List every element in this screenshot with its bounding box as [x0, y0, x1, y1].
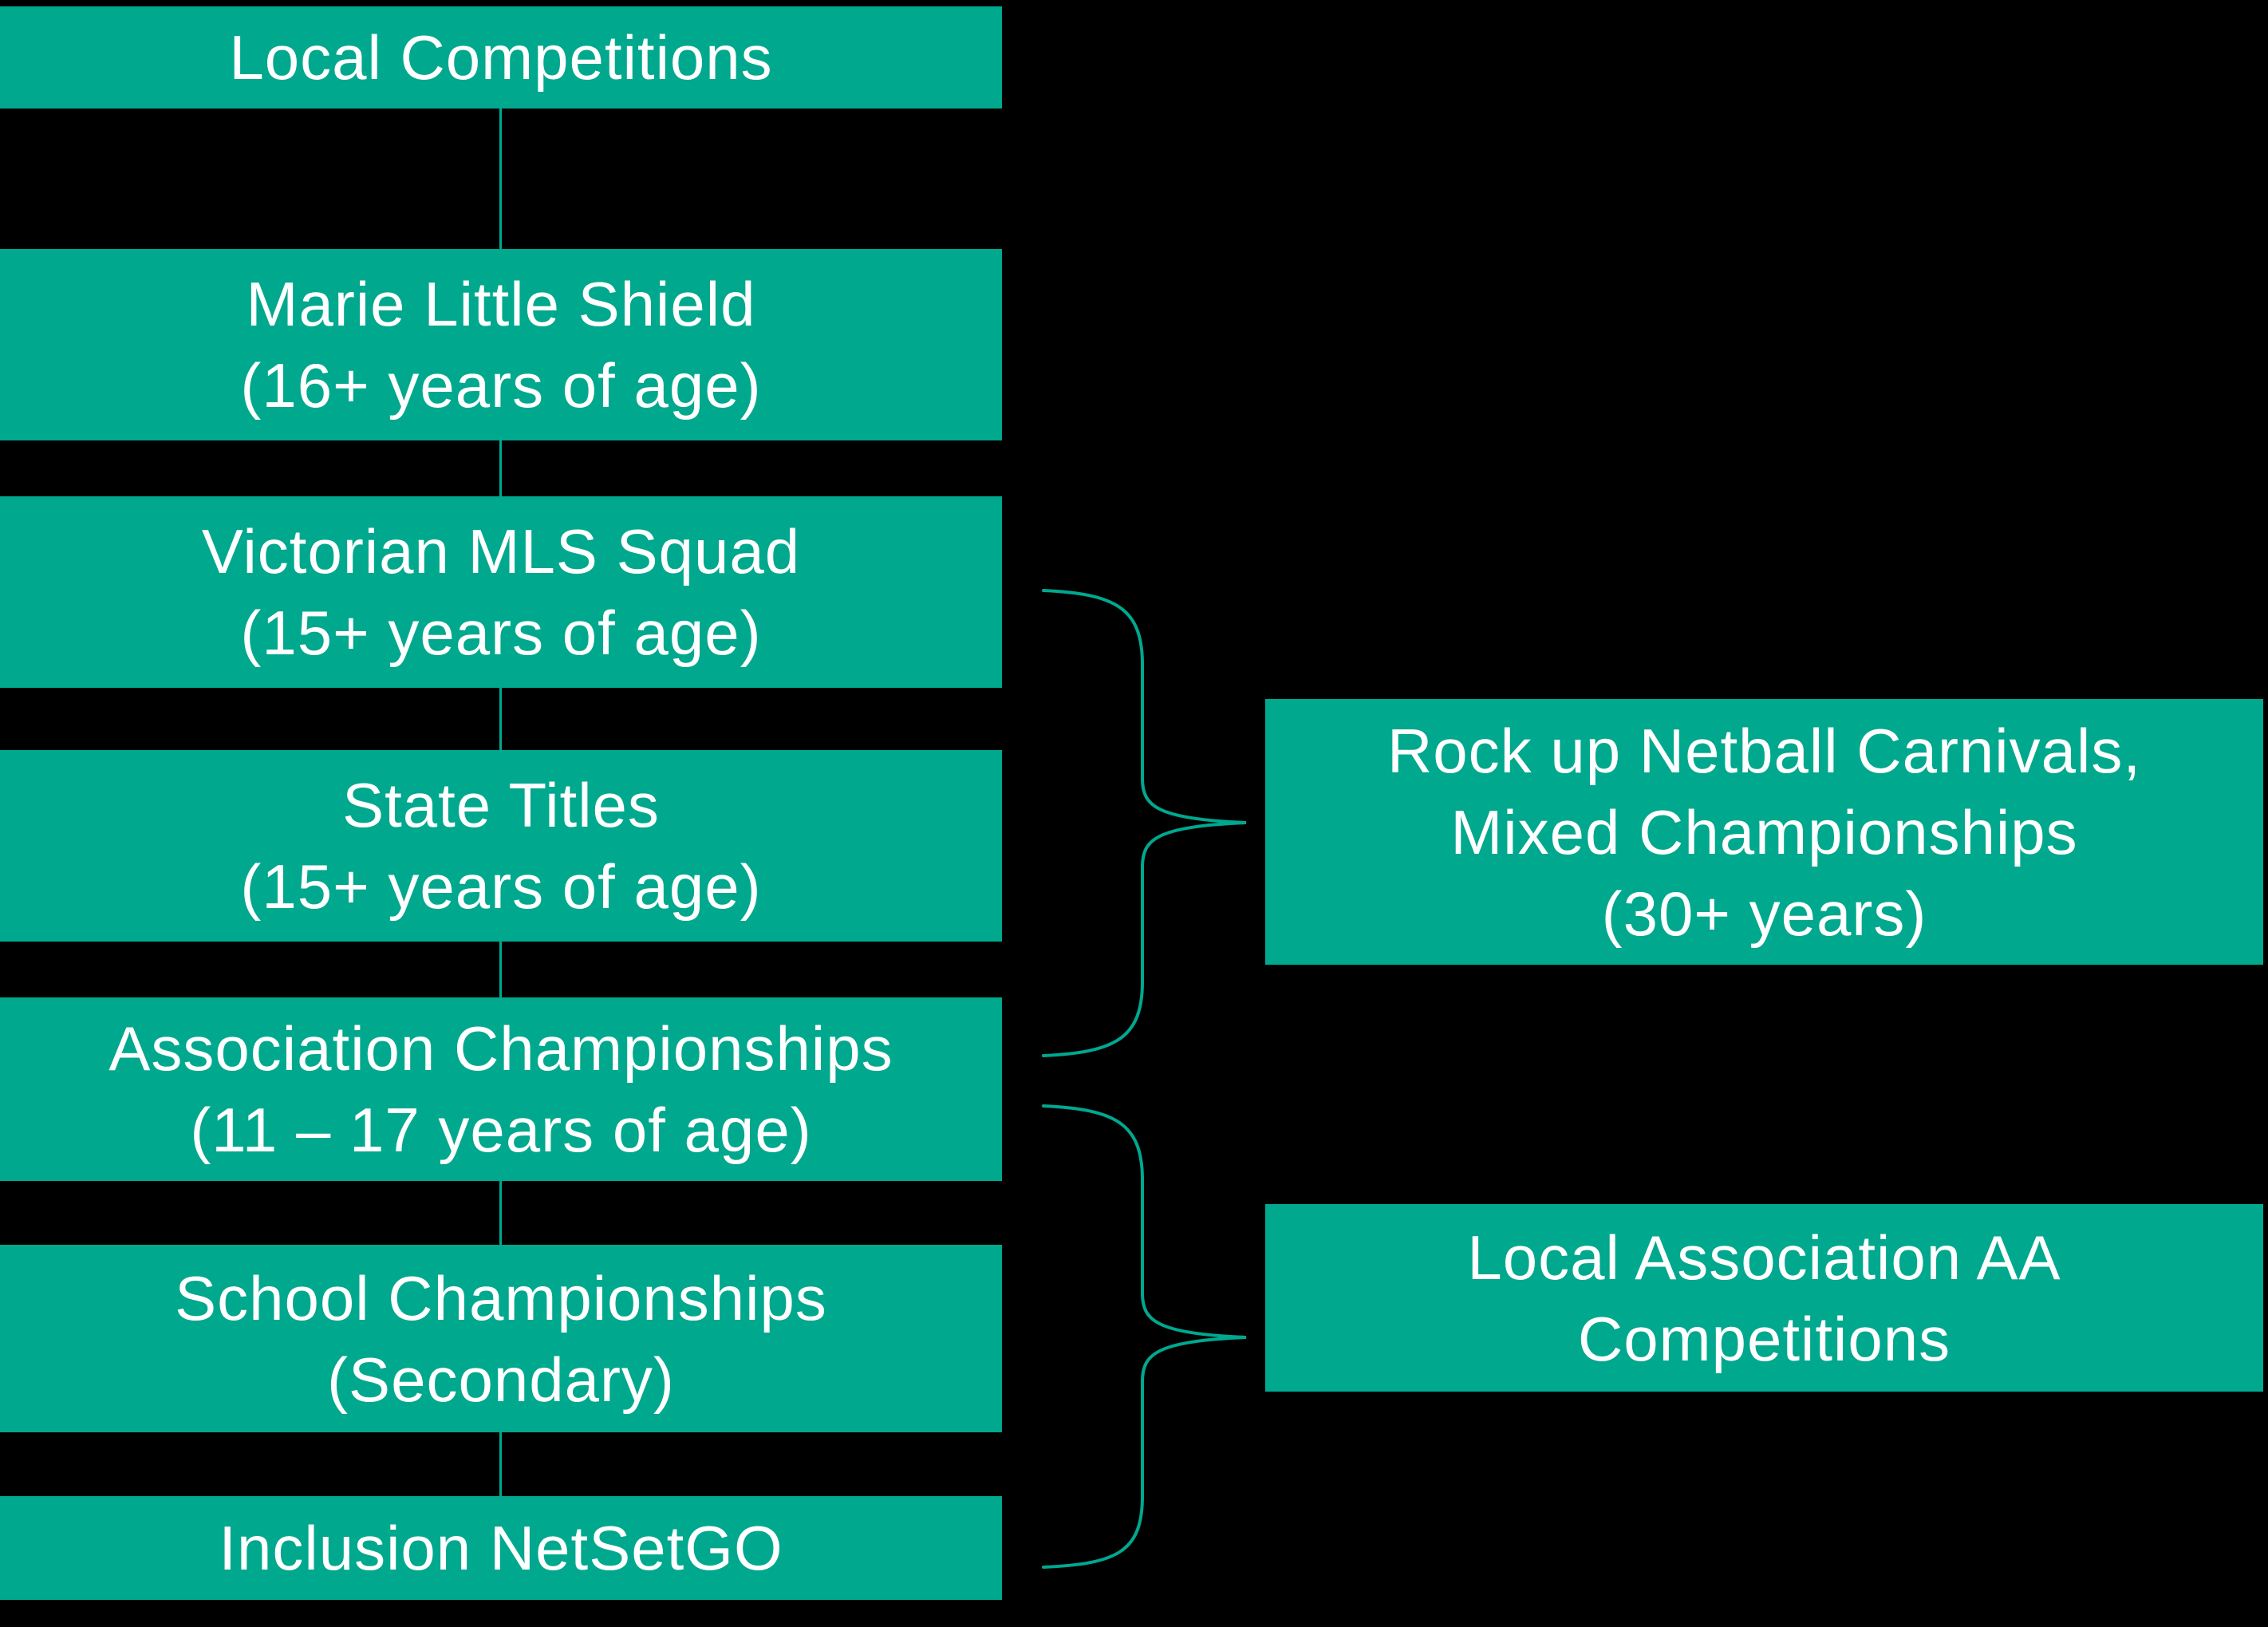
- box-label: Local Competitions: [229, 22, 773, 93]
- box-sublabel: (11 – 17 years of age): [190, 1095, 812, 1165]
- box-rock-up-netball-carnivals: Rock up Netball Carnivals, Mixed Champio…: [1265, 699, 2263, 965]
- box-sublabel: (15+ years of age): [240, 598, 762, 668]
- box-label: Competitions: [1577, 1303, 1951, 1374]
- box-label: Victorian MLS Squad: [201, 516, 801, 586]
- brace-lower-group-icon: [1042, 1104, 1247, 1569]
- box-local-competitions: Local Competitions: [0, 6, 1002, 109]
- box-label: Rock up Netball Carnivals,: [1386, 715, 2142, 786]
- box-sublabel: (16+ years of age): [240, 350, 762, 421]
- box-label: State Titles: [342, 770, 660, 840]
- box-marie-little-shield: Marie Little Shield (16+ years of age): [0, 249, 1002, 440]
- box-label: Association Championships: [108, 1013, 893, 1084]
- box-victorian-mls-squad: Victorian MLS Squad (15+ years of age): [0, 496, 1002, 688]
- box-state-titles: State Titles (15+ years of age): [0, 750, 1002, 942]
- box-sublabel: (Secondary): [327, 1344, 675, 1415]
- box-label: Marie Little Shield: [246, 269, 756, 339]
- box-local-association-aa: Local Association AA Competitions: [1265, 1204, 2263, 1392]
- box-association-championships: Association Championships (11 – 17 years…: [0, 997, 1002, 1181]
- box-sublabel: (30+ years): [1601, 878, 1927, 949]
- box-label: Local Association AA: [1467, 1222, 2061, 1293]
- box-label: School Championships: [175, 1262, 827, 1333]
- box-label: Mixed Championships: [1450, 796, 2078, 867]
- brace-upper-group-icon: [1042, 589, 1247, 1057]
- box-sublabel: (15+ years of age): [240, 851, 762, 922]
- box-inclusion-netsetgo: Inclusion NetSetGO: [0, 1496, 1002, 1600]
- box-label: Inclusion NetSetGO: [219, 1513, 783, 1583]
- box-school-championships: School Championships (Secondary): [0, 1245, 1002, 1432]
